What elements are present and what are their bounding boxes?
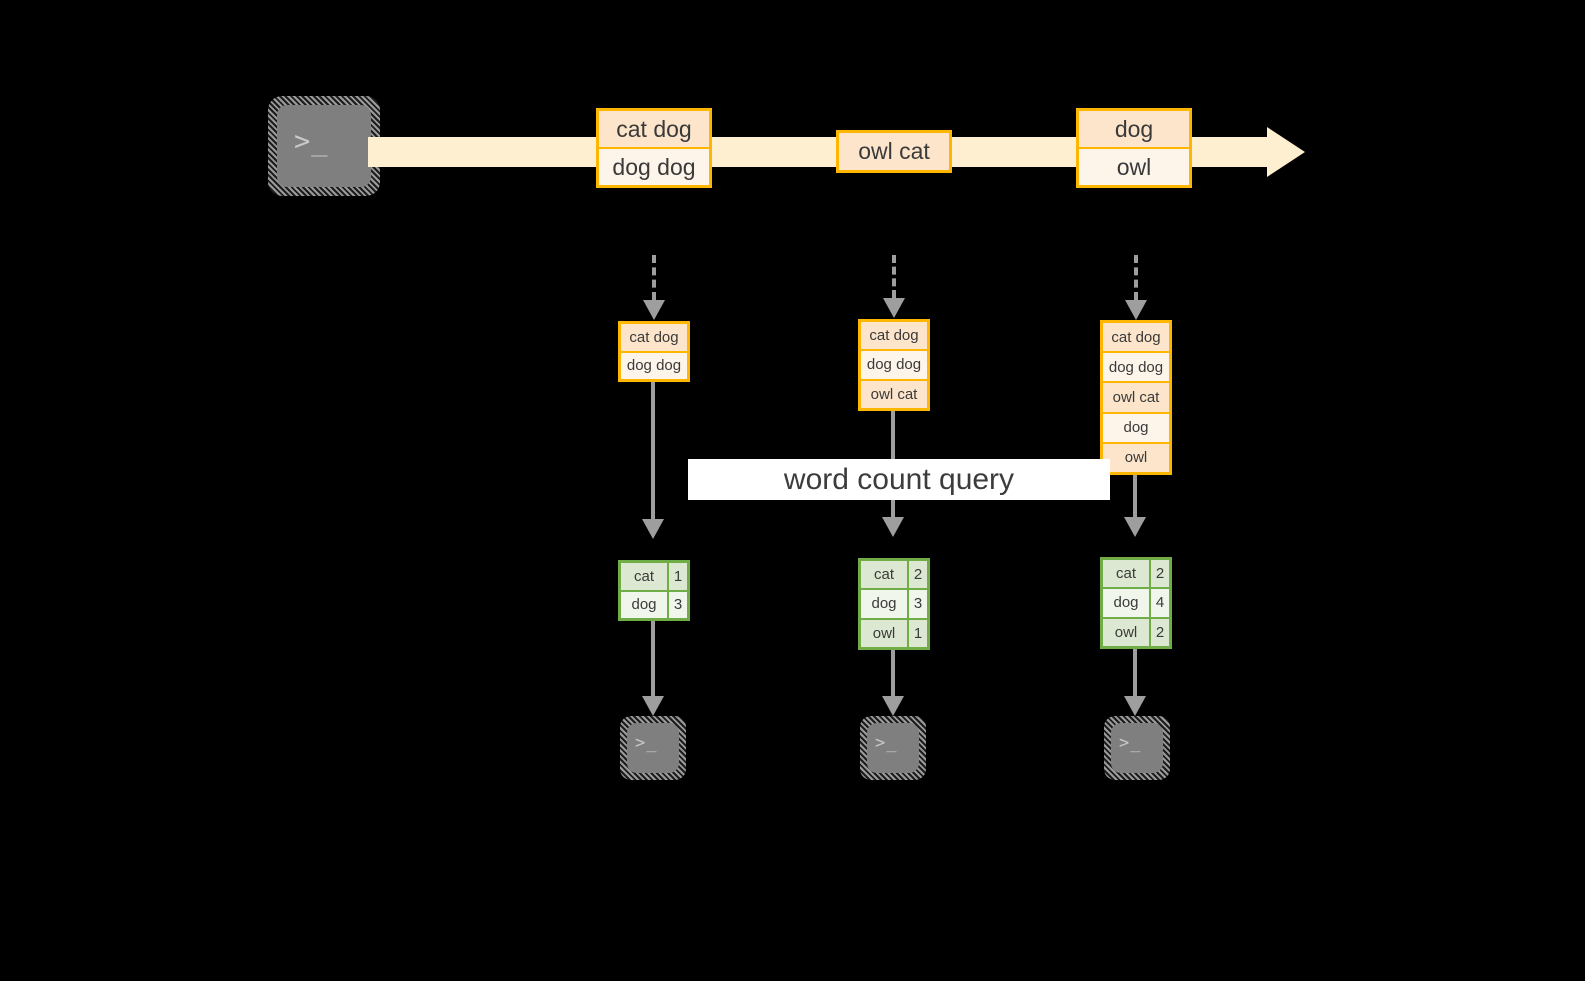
result-word: dog bbox=[1103, 589, 1149, 617]
snapshot-line: cat dog bbox=[1103, 323, 1169, 352]
source-terminal-screen bbox=[277, 105, 371, 187]
trigger-2-sink-terminal-icon: >_ bbox=[860, 716, 926, 780]
result-word: owl bbox=[861, 619, 907, 647]
stream-message-2: owl cat bbox=[836, 130, 952, 173]
result-word: cat bbox=[1103, 560, 1149, 588]
sink-terminal-prompt-glyph: >_ bbox=[635, 733, 658, 753]
table-row: owl 1 bbox=[861, 617, 927, 647]
result-word: owl bbox=[1103, 618, 1149, 646]
trigger-3-query-connector bbox=[1133, 475, 1137, 517]
sink-terminal-prompt-glyph: >_ bbox=[1119, 733, 1142, 753]
trigger-2-sink-connector bbox=[891, 650, 895, 696]
result-count: 2 bbox=[1149, 618, 1169, 646]
query-label-band: word count query bbox=[688, 459, 1110, 500]
snapshot-line: dog bbox=[1103, 411, 1169, 442]
trigger-1-dashed-connector bbox=[652, 255, 656, 300]
sink-terminal-prompt-glyph: >_ bbox=[875, 733, 898, 753]
trigger-2-query-arrowhead bbox=[882, 517, 904, 537]
trigger-1-sink-connector bbox=[651, 621, 655, 696]
result-count: 3 bbox=[907, 590, 927, 618]
result-count: 3 bbox=[667, 591, 687, 618]
stream-message-line: owl bbox=[1079, 147, 1189, 185]
sink-terminal-screen bbox=[867, 723, 919, 773]
trigger-3-query-arrowhead bbox=[1124, 517, 1146, 537]
result-word: cat bbox=[621, 563, 667, 590]
trigger-3-sink-terminal-icon: >_ bbox=[1104, 716, 1170, 780]
trigger-1-dashed-arrowhead bbox=[643, 300, 665, 320]
table-row: dog 3 bbox=[861, 588, 927, 618]
result-word: dog bbox=[621, 591, 667, 618]
result-count: 2 bbox=[907, 561, 927, 589]
query-label-text: word count query bbox=[783, 462, 1015, 496]
snapshot-line: cat dog bbox=[861, 322, 927, 350]
sink-terminal-screen bbox=[1111, 723, 1163, 773]
stream-message-3: dog owl bbox=[1076, 108, 1192, 188]
trigger-1-result-table: cat 1 dog 3 bbox=[618, 560, 690, 621]
trigger-1-sink-terminal-icon: >_ bbox=[620, 716, 686, 780]
sink-terminal-screen bbox=[627, 723, 679, 773]
trigger-1-sink-arrowhead bbox=[642, 696, 664, 716]
trigger-3-result-table: cat 2 dog 4 owl 2 bbox=[1100, 557, 1172, 649]
stream-message-line: dog bbox=[1079, 111, 1189, 147]
trigger-3-snapshot: cat dog dog dog owl cat dog owl bbox=[1100, 320, 1172, 475]
trigger-3-dashed-arrowhead bbox=[1125, 300, 1147, 320]
result-count: 4 bbox=[1149, 589, 1169, 617]
stream-message-line: cat dog bbox=[599, 111, 709, 147]
snapshot-line: owl cat bbox=[1103, 381, 1169, 412]
table-row: cat 1 bbox=[621, 563, 687, 590]
snapshot-line: dog dog bbox=[621, 350, 687, 379]
trigger-2-dashed-connector bbox=[892, 255, 896, 298]
stream-message-line: owl cat bbox=[839, 133, 949, 170]
trigger-1-query-arrowhead bbox=[642, 519, 664, 539]
table-row: dog 4 bbox=[1103, 587, 1169, 617]
snapshot-line: dog dog bbox=[1103, 351, 1169, 382]
table-row: cat 2 bbox=[861, 561, 927, 589]
source-terminal-prompt-glyph: >_ bbox=[294, 126, 329, 157]
table-row: owl 2 bbox=[1103, 616, 1169, 646]
result-count: 1 bbox=[667, 563, 687, 590]
trigger-1-query-connector bbox=[651, 382, 655, 519]
trigger-2-dashed-arrowhead bbox=[883, 298, 905, 318]
trigger-1-snapshot: cat dog dog dog bbox=[618, 321, 690, 382]
input-stream-arrowhead bbox=[1267, 127, 1305, 177]
trigger-3-dashed-connector bbox=[1134, 255, 1138, 300]
stream-message-line: dog dog bbox=[599, 147, 709, 185]
stream-message-1: cat dog dog dog bbox=[596, 108, 712, 188]
trigger-2-snapshot: cat dog dog dog owl cat bbox=[858, 319, 930, 411]
snapshot-line: owl bbox=[1103, 441, 1169, 473]
result-count: 2 bbox=[1149, 560, 1169, 588]
snapshot-line: cat dog bbox=[621, 324, 687, 351]
result-word: dog bbox=[861, 590, 907, 618]
trigger-3-sink-connector bbox=[1133, 649, 1137, 696]
table-row: cat 2 bbox=[1103, 560, 1169, 588]
snapshot-line: owl cat bbox=[861, 378, 927, 408]
table-row: dog 3 bbox=[621, 589, 687, 618]
source-terminal-icon: >_ bbox=[268, 96, 380, 196]
trigger-2-result-table: cat 2 dog 3 owl 1 bbox=[858, 558, 930, 650]
result-word: cat bbox=[861, 561, 907, 589]
trigger-2-sink-arrowhead bbox=[882, 696, 904, 716]
trigger-3-sink-arrowhead bbox=[1124, 696, 1146, 716]
snapshot-line: dog dog bbox=[861, 349, 927, 379]
result-count: 1 bbox=[907, 619, 927, 647]
